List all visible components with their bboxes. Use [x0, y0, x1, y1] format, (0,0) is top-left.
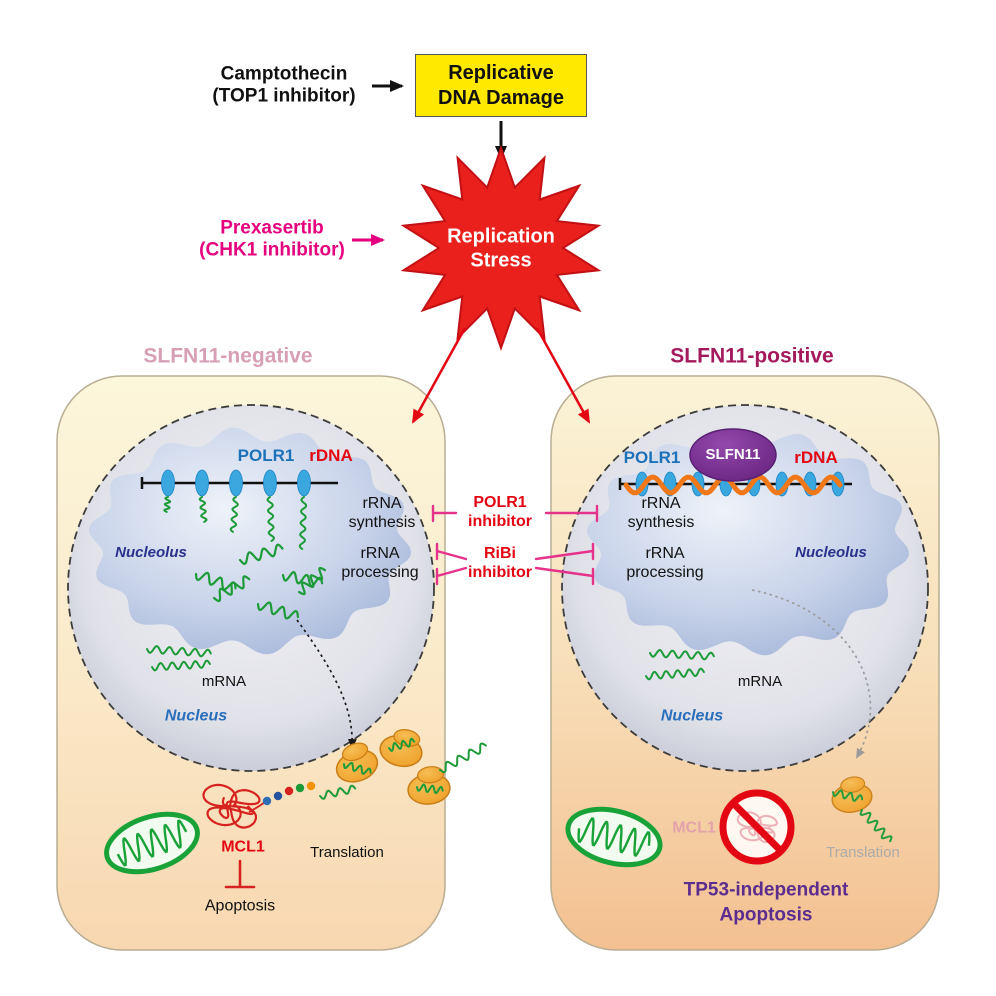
- left-rdna-label: rDNA: [309, 445, 353, 465]
- polr1-oval: [263, 469, 277, 497]
- right-mrna-label: mRNA: [737, 673, 783, 691]
- nascent-peptide-beads: [248, 781, 316, 813]
- polr1-oval: [161, 469, 175, 497]
- rna-squiggle: [212, 575, 251, 603]
- bead: [262, 796, 272, 806]
- top-flow: [352, 80, 602, 424]
- mitochondrion-icon: [565, 806, 663, 868]
- right-cell-group: [550, 375, 940, 951]
- left-mcl1-label: MCL1: [221, 838, 265, 856]
- bead: [284, 786, 294, 796]
- rna-transcript-squiggle: [198, 496, 208, 523]
- slfn11-bound-rna-squiggle: [623, 474, 843, 496]
- left-rdna-chromatin: [140, 469, 338, 550]
- rna-squiggle: [256, 601, 299, 620]
- polr1-oval: [229, 469, 243, 497]
- mrna-squiggle: [151, 659, 211, 672]
- rna-squiggle: [238, 543, 284, 566]
- rna-squiggle: [194, 571, 237, 591]
- right-mrna-squiggles: [645, 649, 715, 681]
- left-apoptosis-label: Apoptosis: [204, 897, 276, 915]
- bead: [295, 783, 305, 793]
- mrna-squiggle: [645, 667, 705, 681]
- left-cell-group: [56, 375, 487, 951]
- ribosome-icon: [335, 742, 379, 783]
- replication-stress-star: [400, 144, 602, 352]
- mrna-squiggle: [146, 645, 212, 658]
- right-mcl1-label: MCL1: [672, 819, 716, 837]
- camptothecin-label: Camptothecin(TOP1 inhibitor): [212, 63, 356, 107]
- rna-squiggle: [832, 789, 864, 802]
- left-rrna-cluster: [194, 543, 327, 620]
- right-nucleus-label: Nucleus: [660, 707, 724, 725]
- right-nucleolus-label: Nucleolus: [795, 544, 867, 562]
- inhibitor-links: [431, 504, 599, 586]
- polr1-oval: [195, 469, 209, 497]
- right-rdna-label: rDNA: [794, 447, 838, 467]
- rna-transcript-squiggle: [266, 496, 275, 542]
- right-cell-heading: SLFN11-positive: [670, 344, 834, 368]
- rna-squiggle: [416, 783, 444, 795]
- right-translation-label: Translation: [826, 844, 900, 862]
- rna-squiggle: [859, 809, 893, 843]
- ribosome-cluster: [319, 729, 487, 805]
- mcl1-inhibits-apoptosis-tbar: [224, 859, 256, 889]
- mcl1-faded-tangle: [736, 811, 778, 844]
- bead: [306, 781, 316, 791]
- prohibition-slash: [731, 801, 783, 853]
- mitochondrion-icon: [104, 811, 200, 875]
- polr1-oval: [297, 469, 311, 497]
- rna-transcript-squiggle: [229, 496, 239, 533]
- rna-transcript-squiggle: [298, 496, 308, 550]
- rna-transcript-squiggle: [163, 496, 172, 513]
- export-dotted-arrow-faded: [751, 589, 872, 759]
- rna-squiggle: [388, 737, 416, 753]
- left-mrna-label: mRNA: [201, 673, 247, 691]
- left-polr1-label: POLR1: [237, 445, 295, 465]
- prohibition-ring: [719, 789, 795, 865]
- mrna-thread: [319, 784, 357, 800]
- slfn11-ball: [689, 428, 777, 482]
- rna-squiggle: [297, 566, 327, 596]
- left-nucleolus-label: Nucleolus: [115, 544, 187, 562]
- left-nucleus-label: Nucleus: [164, 707, 228, 725]
- prexasertib-label: Prexasertib(CHK1 inhibitor): [199, 217, 345, 261]
- mrna-squiggle: [649, 649, 715, 661]
- right-ribosome: [831, 776, 893, 843]
- rna-squiggle: [439, 742, 487, 774]
- ribosome-icon: [379, 729, 423, 768]
- stress-to-right-cell-arrow: [535, 327, 591, 424]
- bead: [273, 791, 283, 801]
- rna-squiggle: [281, 571, 324, 588]
- left-cell-heading: SLFN11-negative: [143, 344, 313, 368]
- left-mrna-squiggles: [146, 645, 212, 672]
- rna-squiggle: [343, 761, 372, 775]
- export-dotted-arrow: [296, 619, 357, 749]
- mcl1-protein-tangle: [202, 783, 261, 829]
- slfn11-label: SLFN11: [705, 446, 761, 464]
- stress-to-left-cell-arrow: [411, 327, 467, 424]
- right-rdna-chromatin: [618, 428, 852, 497]
- right-polr1-label: POLR1: [623, 447, 681, 467]
- mcl1-blocked-prohibition-icon: [719, 789, 795, 865]
- left-translation-label: Translation: [310, 844, 384, 862]
